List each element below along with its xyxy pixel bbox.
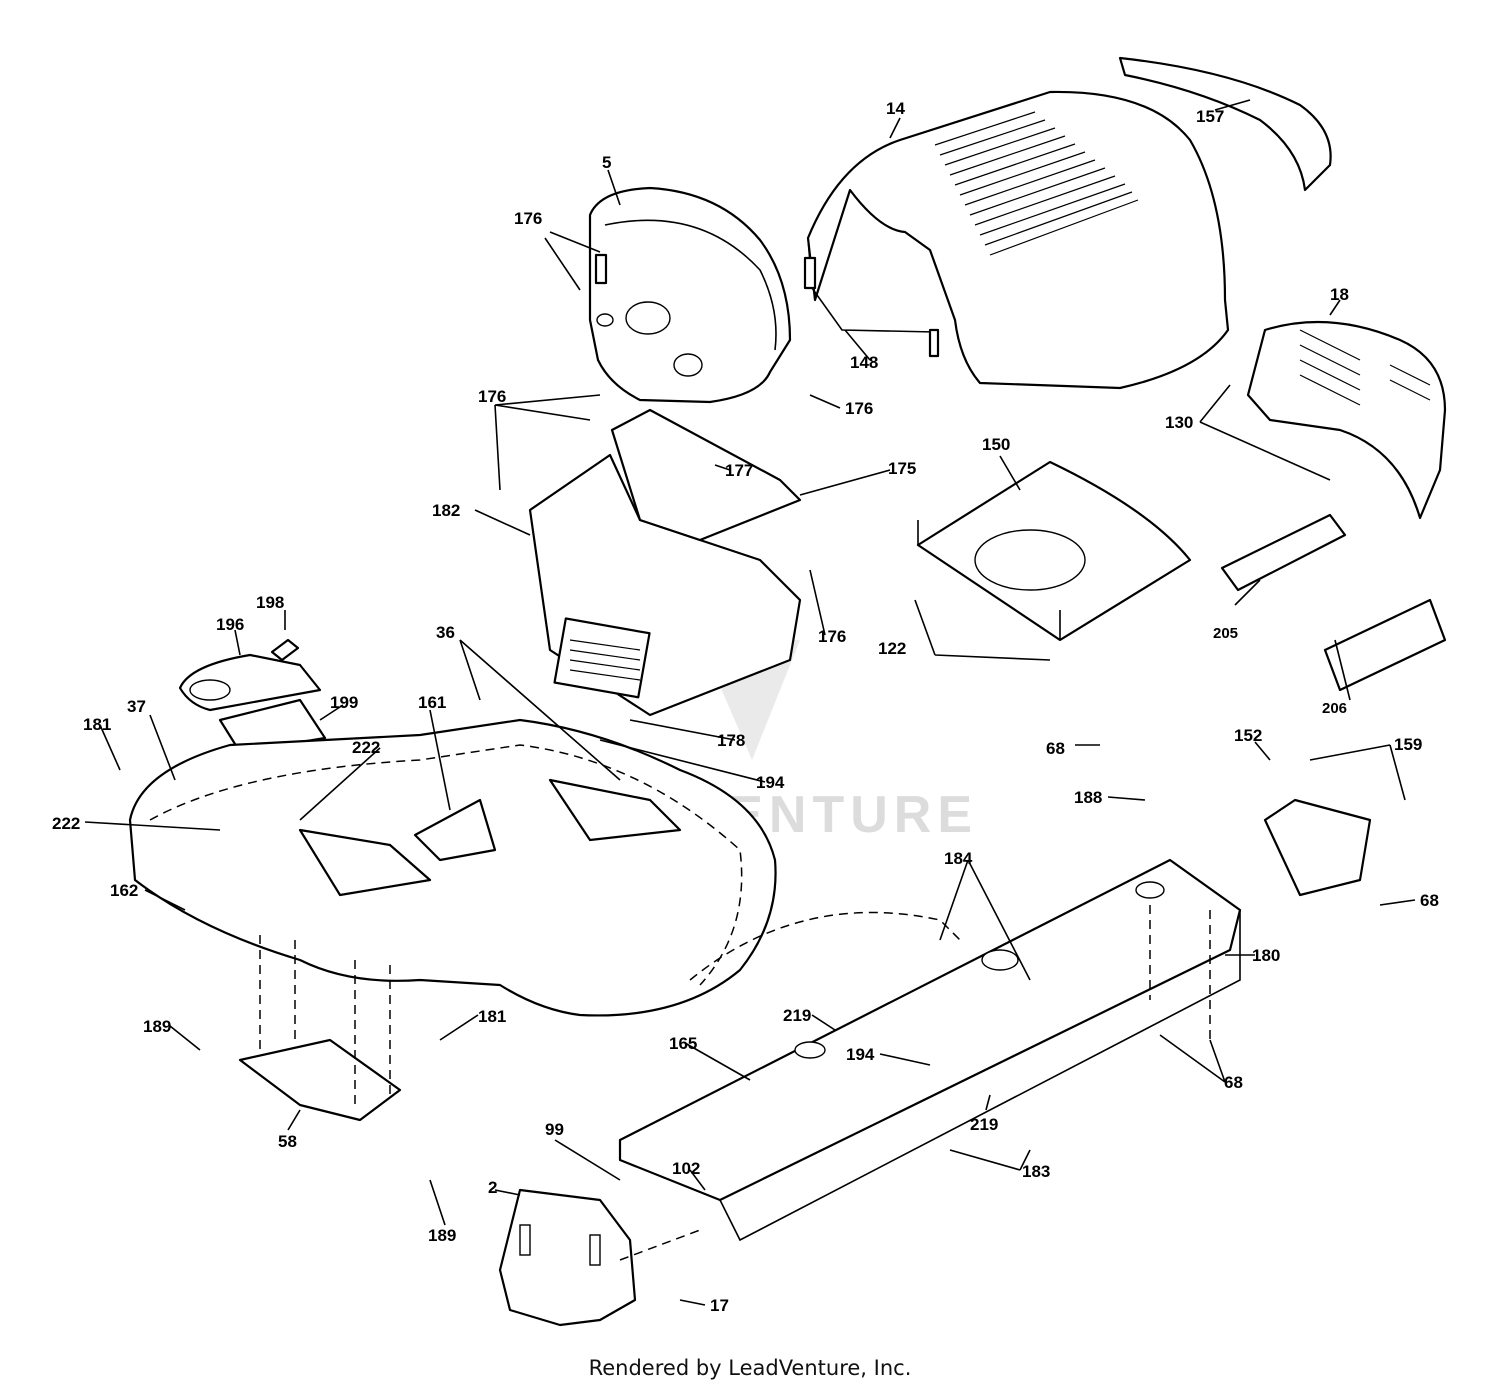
label-219-b: 219 — [970, 1115, 998, 1134]
part-180-frame[interactable] — [618, 858, 1242, 1242]
label-161: 161 — [418, 693, 446, 712]
label-130: 130 — [1165, 413, 1193, 432]
part-175-bracket[interactable] — [610, 408, 802, 542]
part-196-plate[interactable] — [178, 653, 322, 712]
part-5-dash-panel[interactable] — [588, 186, 792, 404]
dashed-lines — [259, 905, 1211, 1261]
label-205: 205 — [1213, 625, 1238, 642]
label-99: 99 — [545, 1120, 564, 1139]
label-182: 182 — [432, 501, 460, 520]
label-178: 178 — [717, 731, 745, 750]
part-150-air-box[interactable] — [916, 460, 1192, 642]
label-181-a: 181 — [83, 715, 111, 734]
label-196: 196 — [216, 615, 244, 634]
label-17: 17 — [710, 1296, 729, 1315]
label-198: 198 — [256, 593, 284, 612]
label-18: 18 — [1330, 285, 1349, 304]
label-176-b: 176 — [478, 387, 506, 406]
label-176-d: 176 — [818, 627, 846, 646]
label-2: 2 — [488, 1178, 497, 1197]
label-36: 36 — [436, 623, 455, 642]
label-188: 188 — [1074, 788, 1102, 807]
label-68-b: 68 — [1420, 891, 1439, 910]
label-181-b: 181 — [478, 1007, 506, 1026]
label-150: 150 — [982, 435, 1010, 454]
label-68-c: 68 — [1224, 1073, 1243, 1092]
label-165: 165 — [669, 1034, 697, 1053]
part-182-housing[interactable] — [528, 453, 802, 717]
label-102: 102 — [672, 1159, 700, 1178]
leader-lines — [84, 99, 1416, 1306]
part-205-shield[interactable] — [1220, 513, 1347, 592]
label-177: 177 — [725, 461, 753, 480]
label-176-a: 176 — [514, 209, 542, 228]
label-183: 183 — [1022, 1162, 1050, 1181]
label-152: 152 — [1234, 726, 1262, 745]
part-157-bumper[interactable] — [1118, 56, 1332, 192]
label-189-b: 189 — [428, 1226, 456, 1245]
part-206-shield[interactable] — [1323, 598, 1447, 692]
part-58-bracket[interactable] — [238, 1038, 402, 1122]
label-58: 58 — [278, 1132, 297, 1151]
label-194-a: 194 — [756, 773, 785, 792]
label-5: 5 — [602, 153, 611, 172]
label-14: 14 — [886, 99, 905, 118]
part-199-trim[interactable] — [218, 698, 327, 754]
part-152-bracket[interactable] — [1263, 798, 1372, 897]
label-175: 175 — [888, 459, 916, 478]
label-159: 159 — [1394, 735, 1422, 754]
label-180: 180 — [1252, 946, 1280, 965]
label-184: 184 — [944, 849, 973, 868]
label-194-b: 194 — [846, 1045, 875, 1064]
label-189-a: 189 — [143, 1017, 171, 1036]
label-122: 122 — [878, 639, 906, 658]
label-148: 148 — [850, 353, 878, 372]
label-37: 37 — [127, 697, 146, 716]
part-18-grille[interactable] — [1246, 320, 1447, 520]
label-222-a: 222 — [352, 738, 380, 757]
part-2-axle-support[interactable] — [498, 1188, 637, 1327]
label-157: 157 — [1196, 107, 1224, 126]
part-labels: 14 157 5 176 148 18 176 176 130 177 175 … — [52, 99, 1439, 1315]
footer-credit: Rendered by LeadVenture, Inc. — [588, 1356, 912, 1380]
label-219-a: 219 — [783, 1006, 811, 1025]
label-176-c: 176 — [845, 399, 873, 418]
label-206: 206 — [1322, 700, 1347, 717]
part-14-hood[interactable] — [803, 90, 1230, 390]
part-198-knob[interactable] — [270, 638, 300, 662]
label-222-b: 222 — [52, 814, 80, 833]
part-fender-body[interactable] — [128, 718, 777, 1017]
label-68-a: 68 — [1046, 739, 1065, 758]
label-162: 162 — [110, 881, 138, 900]
label-199: 199 — [330, 693, 358, 712]
